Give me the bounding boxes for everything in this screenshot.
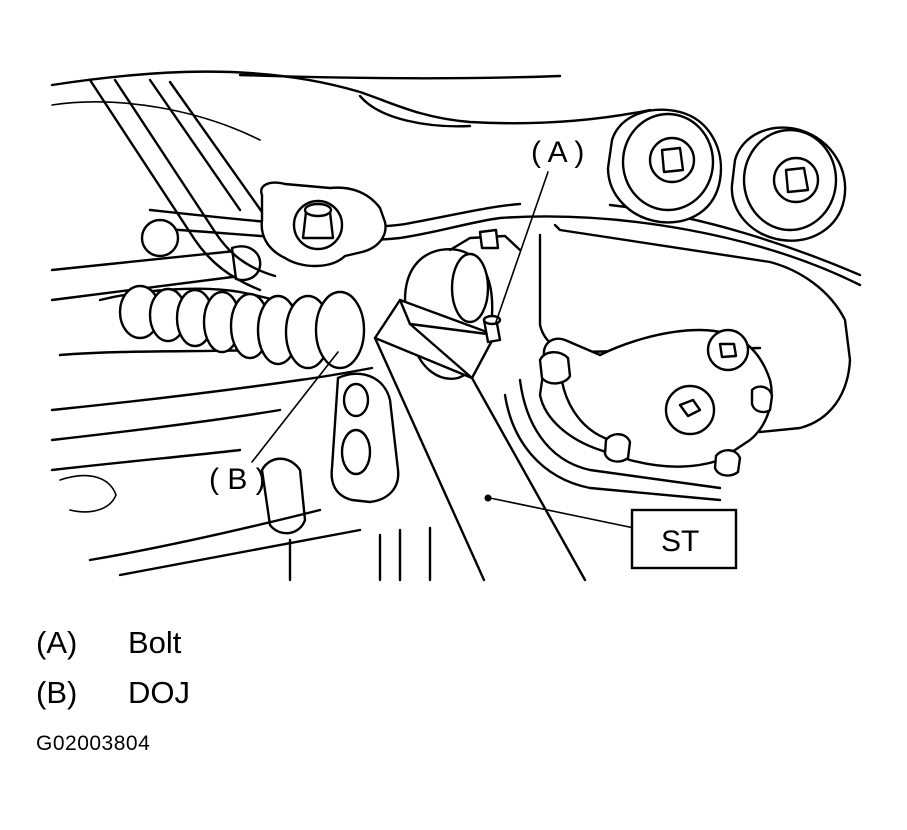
leader-line-b — [251, 351, 339, 463]
callout-label-st: ST — [661, 525, 699, 558]
differential-housing — [503, 223, 852, 502]
leader-line-st — [489, 497, 635, 529]
legend: (A) Bolt (B) DOJ — [36, 618, 436, 718]
legend-description-a: Bolt — [128, 625, 182, 660]
legend-key-a: (A) — [36, 625, 78, 660]
figure-id: G02003804 — [36, 732, 151, 755]
technical-illustration: ( A ) ( B ) ST — [50, 70, 862, 582]
callout-label-b: ( B ) — [209, 463, 266, 496]
leader-line-a — [495, 171, 549, 323]
mount-bushings — [606, 108, 847, 242]
axle-boot — [58, 218, 366, 370]
upper-bracket — [260, 181, 387, 268]
st-label-box — [630, 508, 738, 570]
bolt-a — [482, 314, 502, 344]
link-arm — [88, 78, 277, 292]
callout-label-a: ( A ) — [531, 136, 584, 169]
lower-arm — [50, 366, 432, 582]
legend-description-b: DOJ — [128, 675, 190, 710]
legend-key-b: (B) — [36, 675, 78, 710]
legend-row-a: (A) Bolt — [36, 618, 436, 668]
legend-row-b: (B) DOJ — [36, 668, 436, 718]
